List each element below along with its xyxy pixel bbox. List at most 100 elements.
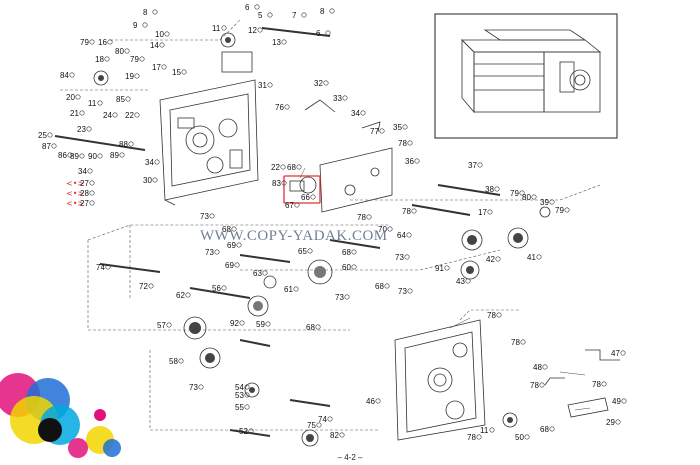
red-markers: <•> <•> <•> (66, 179, 84, 208)
part-glyph (379, 128, 385, 134)
part-glyph (75, 94, 81, 100)
part-glyph (128, 141, 134, 147)
part-glyph (239, 320, 245, 326)
callout-90: 90 (88, 152, 97, 161)
callout-37: 37 (468, 161, 477, 170)
part-glyph (221, 25, 227, 31)
callout-8: 8 (143, 8, 148, 17)
callout-78: 78 (487, 311, 496, 320)
part-glyph (280, 164, 286, 170)
callout-73: 73 (398, 287, 407, 296)
callout-79: 79 (555, 206, 564, 215)
callout-27: 27 (80, 179, 89, 188)
part-glyph (47, 132, 53, 138)
callout-7: 7 (292, 11, 297, 20)
callout-78: 78 (511, 338, 520, 347)
upper-frame (159, 79, 259, 206)
highlight-box[interactable] (283, 175, 321, 204)
part-glyph (284, 104, 290, 110)
part-glyph (178, 358, 184, 364)
part-glyph (79, 153, 85, 159)
part-glyph (315, 324, 321, 330)
part-glyph (327, 416, 333, 422)
callout-74: 74 (318, 415, 327, 424)
callout-34: 34 (351, 109, 360, 118)
part-glyph (134, 73, 140, 79)
callout-83: 83 (272, 179, 281, 188)
callout-72: 72 (139, 282, 148, 291)
part-glyph (105, 264, 111, 270)
colour-logo (0, 373, 121, 458)
part-glyph (301, 12, 307, 18)
callout-6: 6 (316, 29, 321, 38)
callout-86: 86 (58, 151, 67, 160)
part-glyph (411, 208, 417, 214)
part-glyph (536, 254, 542, 260)
part-glyph (125, 96, 131, 102)
part-glyph (164, 31, 170, 37)
part-glyph (407, 140, 413, 146)
callout-11: 11 (212, 24, 221, 33)
part-glyph (198, 384, 204, 390)
part-glyph (293, 286, 299, 292)
callout-62: 62 (176, 291, 185, 300)
callout-23: 23 (77, 125, 86, 134)
callout-60: 60 (342, 263, 351, 272)
part-glyph (406, 232, 412, 238)
callout-38: 38 (485, 185, 494, 194)
callout-82: 82 (330, 431, 339, 440)
part-glyph (339, 432, 345, 438)
callout-50: 50 (515, 433, 524, 442)
callout-70: 70 (378, 225, 387, 234)
callout-59: 59 (256, 320, 265, 329)
callout-89: 89 (110, 151, 119, 160)
callout-68: 68 (540, 425, 549, 434)
part-glyph (615, 419, 621, 425)
part-glyph (494, 186, 500, 192)
callout-74: 74 (96, 263, 105, 272)
callout-6: 6 (245, 3, 250, 12)
callout-92: 92 (230, 319, 239, 328)
callout-17: 17 (152, 63, 161, 72)
callout-78: 78 (467, 433, 476, 442)
part-glyph (119, 152, 125, 158)
watermark: WWW.COPY-YADAK.COM (200, 228, 388, 244)
callout-73: 73 (395, 253, 404, 262)
part-glyph (325, 30, 331, 36)
part-glyph (89, 200, 95, 206)
part-glyph (444, 265, 450, 271)
part-glyph (524, 434, 530, 440)
callout-49: 49 (612, 397, 621, 406)
part-glyph (465, 278, 471, 284)
callout-61: 61 (284, 285, 293, 294)
part-glyph (69, 72, 75, 78)
callout-41: 41 (527, 253, 536, 262)
part-glyph (549, 199, 555, 205)
callout-58: 58 (169, 357, 178, 366)
part-glyph (601, 381, 607, 387)
svg-text:<•>: <•> (66, 189, 84, 198)
callout-68: 68 (222, 225, 231, 234)
callout-32: 32 (314, 79, 323, 88)
part-glyph (620, 350, 626, 356)
callout-39: 39 (540, 198, 549, 207)
part-glyph (267, 12, 273, 18)
part-glyph (248, 428, 254, 434)
part-glyph (402, 124, 408, 130)
part-glyph (51, 143, 57, 149)
part-glyph (267, 82, 273, 88)
part-glyph (159, 42, 165, 48)
callout-20: 20 (66, 93, 75, 102)
callout-69: 69 (227, 241, 236, 250)
callout-27: 27 (80, 199, 89, 208)
part-glyph (531, 194, 537, 200)
callout-52: 52 (239, 427, 248, 436)
part-glyph (495, 256, 501, 262)
callout-73: 73 (335, 293, 344, 302)
printer-inset (434, 13, 618, 139)
part-glyph (97, 153, 103, 159)
part-glyph (89, 190, 95, 196)
part-glyph (86, 126, 92, 132)
callout-79: 79 (130, 55, 139, 64)
